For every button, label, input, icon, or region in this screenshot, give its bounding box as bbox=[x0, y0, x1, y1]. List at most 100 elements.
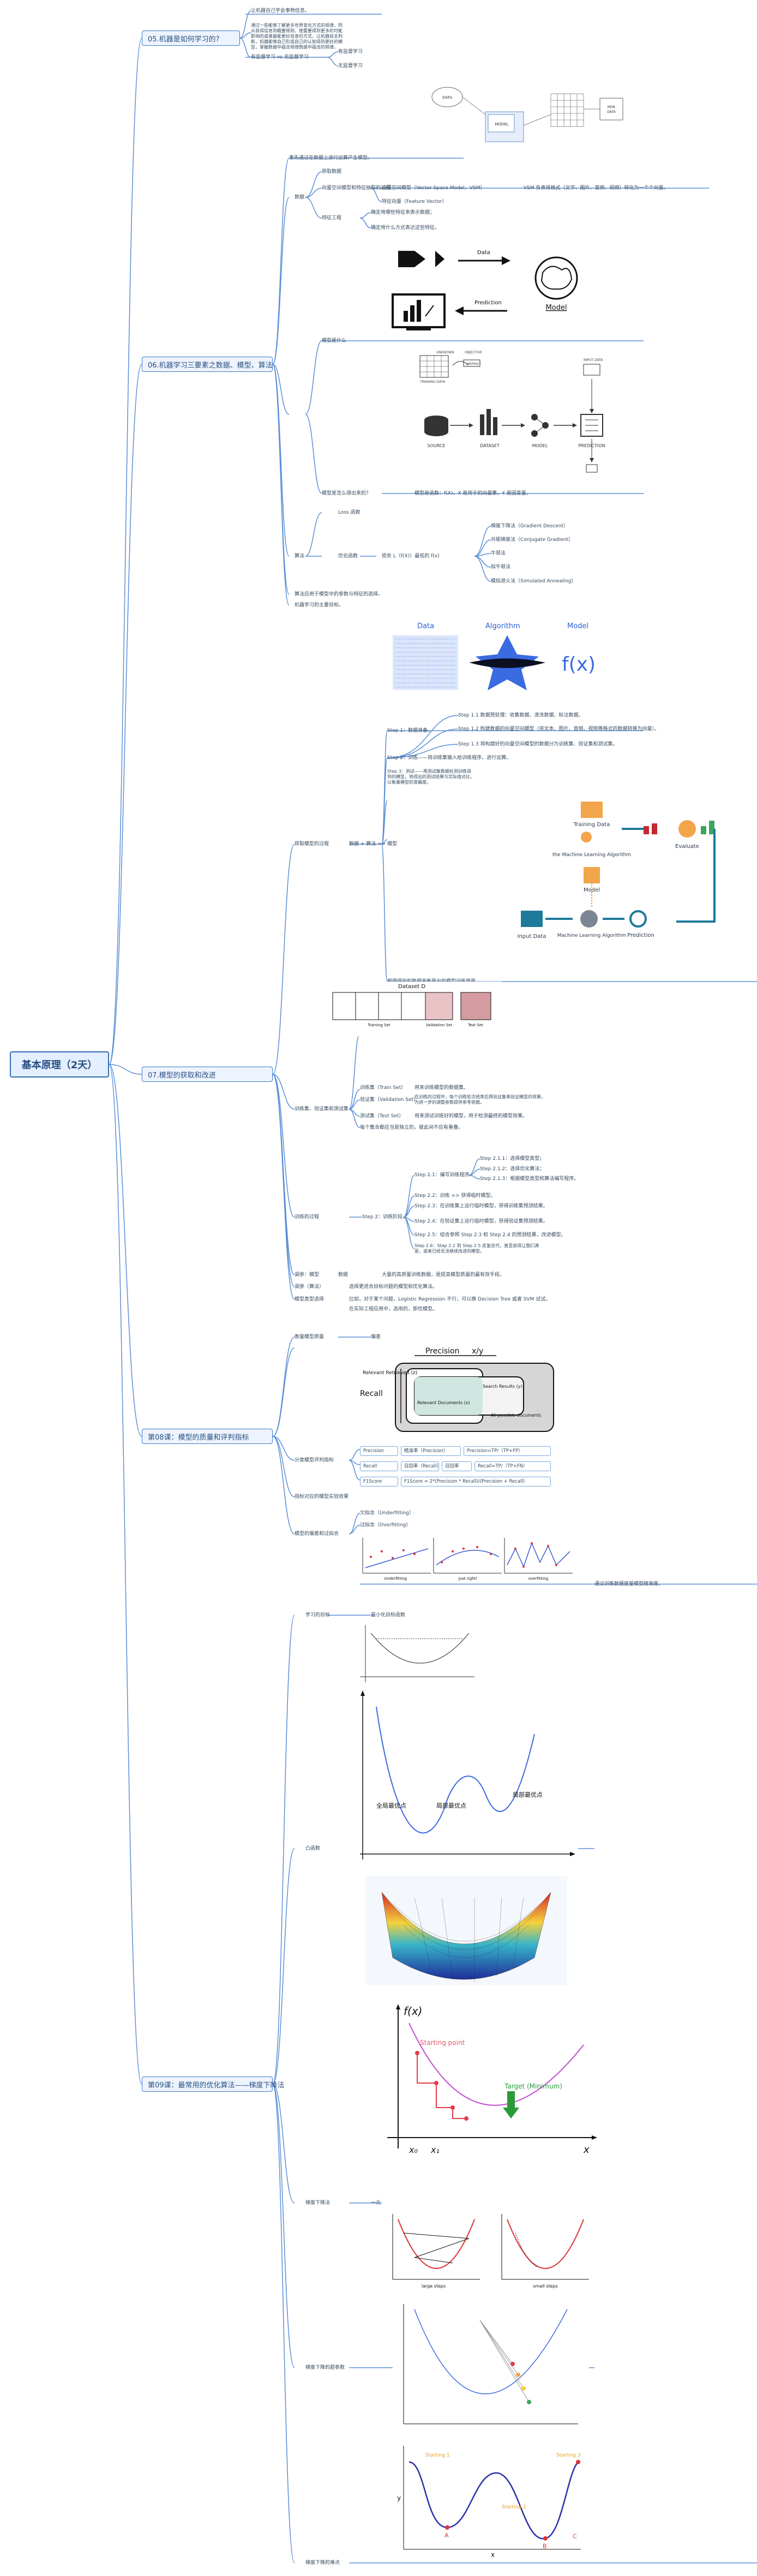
b3-s22: Step 2.2：训练 => 获得临时模型。 bbox=[414, 1193, 496, 1199]
b5-convex-svg bbox=[360, 1625, 474, 1682]
b4-justright: Just right! bbox=[458, 1576, 477, 1581]
b4-m2a: Recall bbox=[360, 1461, 398, 1471]
b3-val-set: 验证集（Validation Set） bbox=[360, 1097, 419, 1103]
b2-model-svg: Data Model Prediction bbox=[392, 250, 578, 330]
b5-gd-slide: 梯度下降的超参数 bbox=[305, 2365, 345, 2370]
b2-opt: 优化函数 bbox=[338, 553, 358, 559]
b5-gd-1: 一元 bbox=[371, 2200, 381, 2206]
root-node[interactable]: 基本原理（2天） bbox=[10, 1051, 109, 1078]
b4-precision-label: Precision bbox=[425, 1347, 459, 1356]
b4-relevant-docs: Relevant Documents (x) bbox=[417, 1400, 470, 1405]
b3-fx-label: f(x) bbox=[562, 653, 596, 676]
b3-train-proc: 训练的过程 bbox=[295, 1214, 320, 1220]
b2-algo: 算法 bbox=[295, 553, 305, 559]
b5-gd: 梯度下降法 bbox=[305, 2200, 331, 2206]
b5-convex: 凸函数 bbox=[305, 1846, 321, 1851]
fig-model-label: Model bbox=[545, 304, 567, 312]
b3-evaluate: Evaluate bbox=[675, 844, 699, 850]
b5-convex-def-figure bbox=[355, 1622, 480, 1685]
b5-start-3: Starting 3 bbox=[556, 2453, 581, 2458]
b2-feature-eng-1: 确定用哪些特征来表示数据； bbox=[371, 210, 435, 215]
b3-train-data: Training Data bbox=[573, 822, 610, 828]
b2-data-to-model-figure: DATA MODEL NEW DATA bbox=[425, 82, 644, 155]
b4-bias: 偏差 bbox=[371, 1334, 381, 1340]
svg-text:NEW: NEW bbox=[608, 105, 615, 109]
fig-dataset: DATASET bbox=[480, 443, 500, 448]
b5-lg-svg: 全局最优点 局部最优点 局部最优点 bbox=[360, 1690, 575, 1859]
b4-pr: 指标对应的模型实验效果 bbox=[295, 1494, 349, 1500]
b2-model-figure: Data Model Prediction bbox=[382, 240, 594, 338]
b3-data-algo-model-figure: Data Algorithm Model f(x) bbox=[387, 622, 616, 698]
b2-algo-note-1: 算法应用于模型中的参数与特征的选择。 bbox=[295, 592, 383, 597]
branch-model-acquisition[interactable]: 07.模型的获取和改进 bbox=[142, 1067, 273, 1082]
b2-gd-2: 共轭梯度法（Conjugate Gradient） bbox=[491, 537, 574, 543]
branch-machine-learning[interactable]: 05.机器是如何学习的? bbox=[142, 31, 240, 46]
b4-xy: x/y bbox=[472, 1347, 483, 1356]
b3-ml-algo: the Machine Learning Algorithm bbox=[552, 852, 631, 858]
b3-tune-1b: 大量的高质量训练数据，是提高模型质量的最有效手段。 bbox=[382, 1272, 505, 1278]
b5-small-steps: small steps bbox=[533, 2284, 557, 2289]
b4-fitting-figure: Underfitting Just right! overfitting bbox=[360, 1535, 578, 1581]
b2-what-is-model: 模型是什么 bbox=[322, 338, 347, 344]
svg-text:DATA: DATA bbox=[607, 110, 616, 114]
b4-fit: 模型的偏差和过拟合 bbox=[295, 1531, 339, 1537]
b5-starting-point: Starting point bbox=[420, 2039, 465, 2047]
b5-gdpath-svg: f(x) Starting point Target (Minimum) x₀ … bbox=[387, 2004, 597, 2156]
b1-note-1: 让机器自己学会事物信息。 bbox=[251, 8, 310, 14]
b5-local-global-figure: 全局最优点 局部最优点 局部最优点 bbox=[349, 1690, 578, 1865]
b2-gd-4: 拟牛顿法 bbox=[491, 564, 511, 570]
b5-hyper-svg bbox=[403, 2304, 578, 2424]
svg-text:MODEL: MODEL bbox=[495, 122, 508, 127]
b4-clf: 分类模型评判指标 bbox=[295, 1458, 334, 1463]
b2-vsm-desc: VSM 负责将格式（文字、图片、音频、视频）转化为一个个向量。 bbox=[524, 185, 669, 191]
b4-m1a: Precision bbox=[360, 1446, 398, 1456]
b3-proc: 获取模型的过程 bbox=[295, 841, 329, 847]
b4-quality: 衡量模型质量 bbox=[295, 1334, 325, 1340]
b5-step-svg: large steps small steps bbox=[392, 2214, 589, 2289]
b5-x: x bbox=[491, 2551, 495, 2557]
b4-m2b: 召回率（Recall） bbox=[401, 1461, 441, 1471]
b3-train-set: 训练集（Train Set） bbox=[360, 1085, 406, 1091]
b1-unsupervised: 无监督学习 bbox=[338, 63, 363, 69]
b3-train-stage: Step 2：训练阶段。 bbox=[362, 1214, 408, 1220]
fig-prediction-label: Prediction bbox=[474, 300, 502, 306]
b3-dam-svg: Data Algorithm Model f(x) bbox=[393, 622, 596, 690]
b3-step-1-2: Step 1.2 构建数据的向量空间模型（将文本、图片、音频、视频等格式的数据转… bbox=[458, 726, 660, 732]
b2-desc: 事先通过在数据上进行运算产生模型。 bbox=[289, 155, 373, 161]
b3-ml-algo-2: Machine Learning Algorithm bbox=[557, 933, 627, 938]
b3-step-1: Step 1：数据准备。 bbox=[387, 728, 433, 733]
b4-underfit: Underfitting bbox=[384, 1576, 407, 1581]
b5-large-steps: large steps bbox=[422, 2284, 446, 2289]
edge-root-b1 bbox=[109, 38, 142, 1065]
b3-prediction: Prediction bbox=[627, 932, 654, 938]
branch-gradient-descent[interactable]: 第09课：最常用的优化算法——梯度下降法 bbox=[142, 2077, 285, 2092]
b3-ml-process-figure: Training Data the Machine Learning Algor… bbox=[513, 796, 731, 976]
b2-pipeline-figure: UNKNOWN OBJECTIVE TRAINING DATA ABSTRACT… bbox=[404, 349, 644, 485]
b2-data-vsm-process: 向量空间模型和特征抽取的过程 bbox=[322, 185, 391, 191]
b4-pr-svg: Precision x/y Relevant Retrieved (z) Sea… bbox=[360, 1347, 554, 1432]
edge-root-b2 bbox=[109, 364, 142, 1065]
svg-text:DATA: DATA bbox=[442, 95, 452, 100]
b3-tune-3a: 比如，对于某个问题，Logistic Regression 不行，可以换 Dec… bbox=[349, 1297, 551, 1302]
branch-three-elements[interactable]: 06.机器学习三要素之数据、模型、算法 bbox=[142, 357, 273, 372]
branch-model-quality[interactable]: 第08课：模型的质量和评判指标 bbox=[142, 1429, 273, 1444]
b5-c: C bbox=[573, 2533, 577, 2540]
b5-goal: 学习的目标 bbox=[305, 1612, 331, 1618]
fig-objective: OBJECTIVE bbox=[465, 351, 482, 354]
b5-difficulty-figure: Starting 1 Starting 2 Starting 3 A B C y… bbox=[393, 2440, 589, 2559]
b3-test-set-desc: 用来测试训练好的模型，用于检测最终的模型效果。 bbox=[414, 1114, 528, 1119]
b3-tune-2: 调参（算法） bbox=[295, 1284, 325, 1290]
b3-test-set: Test Set bbox=[467, 1023, 483, 1027]
b2-algo-note-2: 机器学习的主要目标。 bbox=[295, 603, 344, 608]
b4-m1c: Precision=TP/（TP+FP） bbox=[464, 1446, 551, 1456]
fig-source: SOURCE bbox=[427, 443, 445, 448]
b2-gd-5: 模拟退火法（Simulated Annealing） bbox=[491, 579, 576, 584]
b3-test-set-label: 测试集（Test Set） bbox=[360, 1114, 404, 1119]
b3-dataset-figure: Dataset D Training Set Validation Set Te… bbox=[327, 982, 502, 1036]
b4-all-docs: All possible documents bbox=[491, 1413, 541, 1418]
b3-step-2: Step 2：训练——将训练集输入给训练程序，进行运算。 bbox=[387, 755, 512, 761]
b4-search-results: Search Results (y) bbox=[483, 1384, 522, 1389]
b5-start-1: Starting 1 bbox=[425, 2453, 450, 2458]
